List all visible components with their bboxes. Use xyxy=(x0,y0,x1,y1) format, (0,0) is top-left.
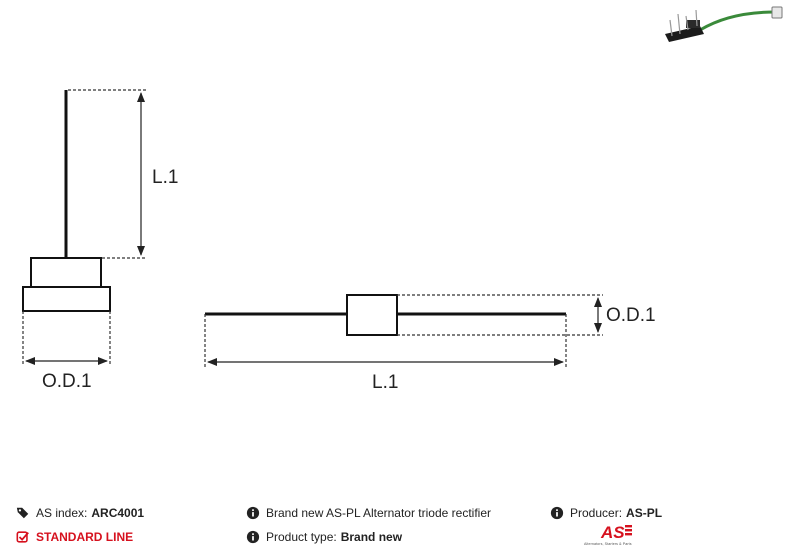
wire-connector xyxy=(771,6,783,19)
product-type-label: Product type: xyxy=(266,530,337,544)
right-component: O.D.1 L.1 xyxy=(204,294,656,393)
as-logo-tagline: Alternators, Starters & Parts xyxy=(584,542,632,546)
info-circle-icon xyxy=(246,506,260,520)
as-logo: AS Alternators, Starters & Parts xyxy=(584,522,650,548)
as-logo-mark: AS xyxy=(600,523,632,542)
info-circle-icon xyxy=(246,530,260,544)
product-photo xyxy=(665,6,783,42)
left-upper-body xyxy=(30,257,102,288)
product-type-value: Brand new xyxy=(340,530,403,544)
rectifier-pin-2 xyxy=(677,13,681,35)
as-index-value: ARC4001 xyxy=(91,506,145,520)
rectifier-housing xyxy=(665,26,704,42)
rectifier-pin-4 xyxy=(695,9,698,27)
right-length-label: L.1 xyxy=(372,372,398,393)
as-index-row: AS index: ARC4001 xyxy=(16,506,144,520)
left-length-label: L.1 xyxy=(152,167,178,188)
rectifier-tab xyxy=(686,20,700,28)
left-component: L.1 O.D.1 xyxy=(22,89,178,392)
left-diameter-label: O.D.1 xyxy=(42,371,92,392)
rectifier-pin-3 xyxy=(685,15,689,31)
right-body xyxy=(346,294,398,336)
rectifier-pin-1 xyxy=(669,19,673,37)
svg-text:AS: AS xyxy=(600,523,625,542)
description-row: Brand new AS-PL Alternator triode rectif… xyxy=(246,506,491,520)
description-text: Brand new AS-PL Alternator triode rectif… xyxy=(266,506,491,520)
as-index-label: AS index: xyxy=(36,506,88,520)
tag-icon xyxy=(16,507,29,519)
producer-row: Producer: AS-PL xyxy=(550,506,662,520)
left-base-body xyxy=(22,286,111,312)
producer-label: Producer: xyxy=(570,506,623,520)
info-circle-icon xyxy=(550,506,564,520)
product-type-row: Product type: Brand new xyxy=(246,530,402,544)
check-square-icon xyxy=(16,531,29,543)
green-wire xyxy=(699,10,776,32)
standard-line-label: STANDARD LINE xyxy=(36,530,134,544)
producer-value: AS-PL xyxy=(626,506,663,520)
right-diameter-label: O.D.1 xyxy=(606,305,656,326)
standard-line-row: STANDARD LINE xyxy=(16,530,133,544)
